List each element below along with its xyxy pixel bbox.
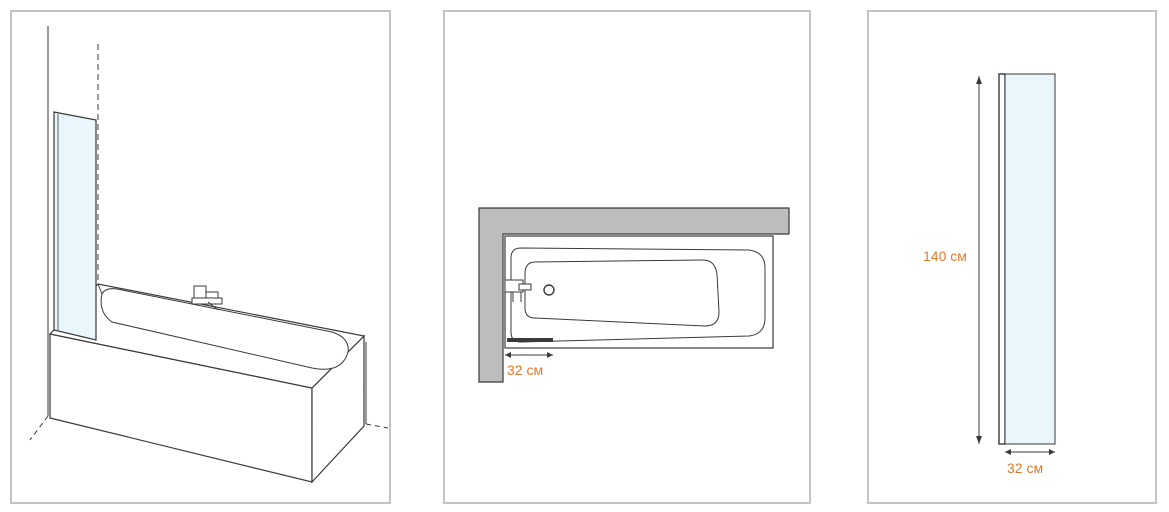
drain-icon [543,284,555,296]
floor-right-dashed-line [365,423,389,429]
perspective-bath-drawing [29,26,389,484]
front-view-panel: 140 см 32 см [867,10,1157,504]
screen-profile [998,73,1006,445]
wall-section [478,207,790,383]
glass-screen [53,111,97,341]
height-dimension-label: 140 см [923,248,967,264]
bath-tap [191,285,223,311]
tap-top-icon [504,279,532,302]
glass-screen-top [507,338,553,342]
offset-dimension-label: 32 см [507,362,544,378]
top-view-drawing [478,207,790,383]
glass-panel-front [1004,73,1056,445]
width-dimension-label: 32 см [1007,460,1044,476]
perspective-view-panel [10,10,391,504]
front-view-drawing [976,73,1056,455]
bath-basin-top [524,259,720,327]
floor-left-dashed-line [29,415,49,441]
top-view-panel: 32 см [443,10,811,504]
bath-basin [100,288,349,370]
